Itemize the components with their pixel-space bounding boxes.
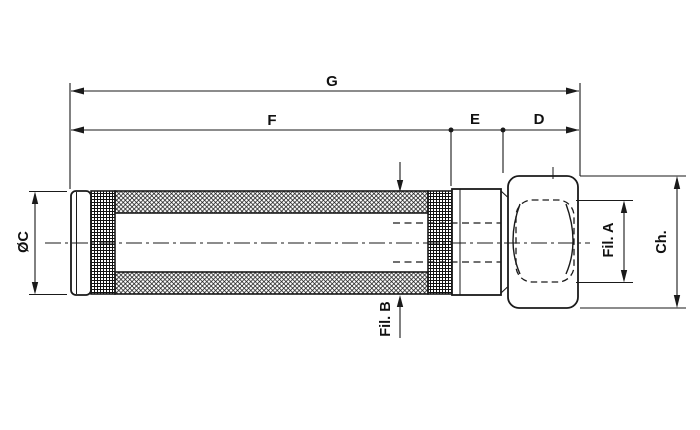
part-views [45, 167, 590, 309]
arrowhead-up [396, 295, 404, 307]
dim-dot-neck [448, 127, 454, 133]
dim-thread-A: Fil. A [576, 199, 633, 284]
dim-diameter-C: ØC [16, 190, 67, 296]
mesh-screen-bottom [114, 271, 429, 295]
arrowhead-down [31, 282, 39, 295]
arrowhead-left [71, 87, 84, 95]
arrowhead-right [566, 126, 579, 134]
dim-wrench-size-Ch: Ch. [580, 175, 686, 309]
arrowhead-up [620, 200, 628, 213]
arrowhead-left [71, 126, 84, 134]
dim-label-g: G [326, 73, 338, 90]
hex-face-arc-left [512, 203, 521, 275]
dim-label-ch: Ch. [654, 230, 670, 253]
dim-overall-length-G: G [71, 73, 579, 95]
thread-neck-section [451, 188, 502, 296]
dim-label-d: D [534, 111, 545, 128]
dimensions: G F E D ØC Fil. B [16, 73, 686, 338]
hex-face-arc-right [565, 203, 574, 275]
mesh-screen-top [114, 190, 429, 214]
hex-nut [507, 175, 579, 309]
dim-F-E-D: F E D [71, 111, 579, 134]
arrowhead-down [396, 180, 404, 192]
arrowhead-up [31, 191, 39, 204]
dim-label-fil-b: Fil. B [378, 301, 394, 336]
arrowhead-down [673, 295, 681, 308]
arrowhead-up [673, 176, 681, 189]
neck-chamfer-top [500, 190, 508, 198]
arrowhead-down [620, 270, 628, 283]
dim-dot-nut [500, 127, 506, 133]
dim-label-f: F [267, 112, 276, 129]
dim-label-e: E [470, 111, 480, 128]
dim-label-fil-a: Fil. A [601, 222, 617, 257]
arrowhead-right [566, 87, 579, 95]
dim-label-diameter-c: ØC [16, 231, 32, 253]
dim-thread-B: Fil. B [378, 162, 404, 338]
internal-thread-hidden-outline [515, 199, 575, 283]
neck-chamfer-bottom [500, 286, 508, 294]
